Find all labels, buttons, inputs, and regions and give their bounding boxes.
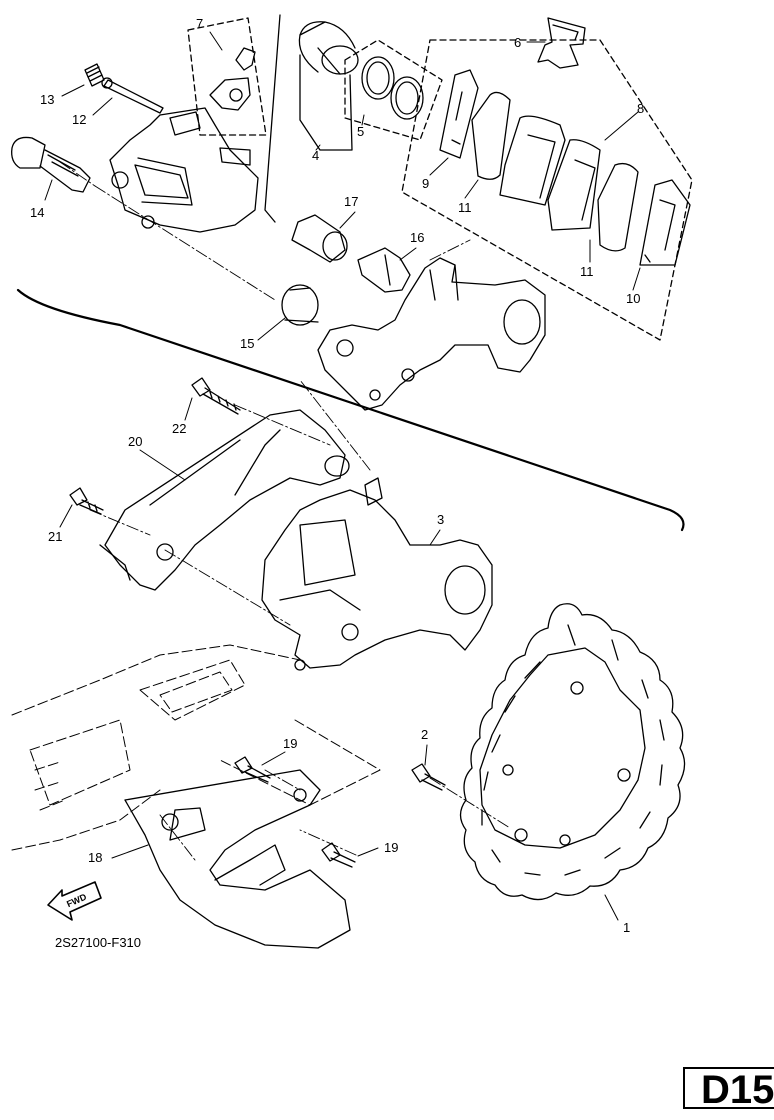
label-part-2: 2: [421, 727, 428, 742]
part-19-bolt-a: [234, 756, 271, 783]
label-part-17: 17: [344, 194, 358, 209]
part-20-bracket: [99, 409, 350, 591]
label-part-7: 7: [196, 16, 203, 31]
page-index-tab: D15: [683, 1067, 774, 1109]
page-index-label: D15: [701, 1068, 774, 1109]
label-part-11a: 11: [458, 200, 472, 215]
label-part-4: 4: [312, 148, 319, 163]
label-part-6: 6: [514, 35, 521, 50]
label-part-22: 22: [172, 421, 186, 436]
label-part-11b: 11: [580, 264, 594, 279]
part-2-disc-bolt: [411, 763, 446, 791]
label-part-16: 16: [410, 230, 424, 245]
catalog-figure-code: 2S27100-F310: [55, 935, 142, 950]
label-part-5: 5: [357, 124, 364, 139]
label-part-3: 3: [437, 512, 444, 527]
caliper-bracket-top: [317, 257, 546, 411]
label-part-21: 21: [48, 529, 62, 544]
part-18-disc-guard: [124, 769, 351, 949]
part-4-piston: [298, 21, 359, 75]
part-12-pad-pin: [101, 77, 164, 114]
label-part-15: 15: [240, 336, 254, 351]
label-part-12: 12: [72, 112, 86, 127]
label-part-8: 8: [637, 101, 644, 116]
part-22-bolt: [191, 377, 241, 415]
fwd-arrow-icon: [47, 881, 102, 921]
leader-lines: [44, 31, 641, 921]
part-7-bleed-screw: [209, 47, 256, 111]
part-5-seals: [361, 56, 424, 120]
fwd-label: FWD: [65, 891, 88, 909]
label-part-14: 14: [30, 205, 44, 220]
label-part-20: 20: [128, 434, 142, 449]
brake-pad-set: [439, 69, 691, 266]
part-6-clip: [537, 17, 586, 69]
part-19-bolt-b: [321, 842, 356, 868]
label-part-13: 13: [40, 92, 54, 107]
part-17-bushing: [291, 214, 348, 263]
part-14-slide-pin: [11, 136, 91, 193]
part-1-brake-disc: [459, 603, 686, 901]
part-16-pin: [357, 247, 411, 293]
label-part-10: 10: [626, 291, 640, 306]
label-part-9: 9: [422, 176, 429, 191]
part-15-boot: [281, 284, 319, 326]
part-13-plug: [84, 63, 105, 87]
part-labels: 7 13 12 14 4 5 6 8 9 11 11 10 17 16 15 2…: [30, 16, 644, 935]
label-part-18: 18: [88, 850, 102, 865]
group-brackets: [16, 14, 693, 532]
part-3-caliper-assembly: [261, 477, 493, 671]
part-21-bolt: [69, 487, 104, 515]
label-part-19b: 19: [384, 840, 398, 855]
caliper-body-top: [109, 107, 259, 233]
label-part-1: 1: [623, 920, 630, 935]
label-part-19a: 19: [283, 736, 297, 751]
swingarm-ghost: [11, 644, 381, 851]
